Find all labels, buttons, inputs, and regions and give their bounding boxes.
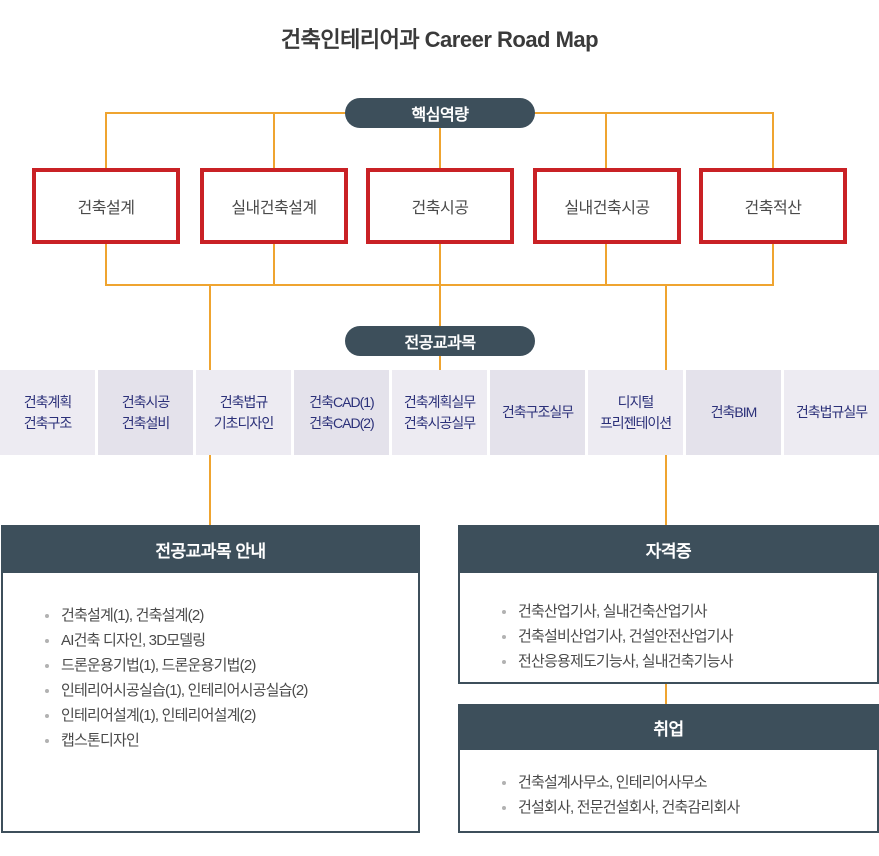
connector-line xyxy=(665,286,667,370)
course-box: 건축CAD(1)건축CAD(2) xyxy=(294,370,389,455)
panel-certificates-title: 자격증 xyxy=(458,525,879,573)
list-item: 캡스톤디자인 xyxy=(45,728,408,753)
connector-line xyxy=(209,455,211,525)
list-item: 인테리어시공실습(1), 인테리어시공실습(2) xyxy=(45,678,408,703)
competency-label: 실내건축설계 xyxy=(231,200,317,217)
list-item: AI건축 디자인, 3D모델링 xyxy=(45,628,408,653)
major-courses-label: 전공교과목 xyxy=(404,335,476,352)
bullet-icon xyxy=(45,689,49,693)
list-item: 건축설계사무소, 인테리어사무소 xyxy=(502,770,867,795)
list-item: 건설회사, 전문건설회사, 건축감리회사 xyxy=(502,795,867,820)
connector-line xyxy=(605,244,607,286)
competency-label: 실내건축시공 xyxy=(564,200,650,217)
list-item: 건축설계(1), 건축설계(2) xyxy=(45,603,408,628)
panel-employment-body: 건축설계사무소, 인테리어사무소 건설회사, 전문건설회사, 건축감리회사 xyxy=(458,750,879,833)
connector-line xyxy=(605,112,607,168)
panel-course-guide-title: 전공교과목 안내 xyxy=(1,525,420,573)
bullet-icon xyxy=(45,664,49,668)
course-box: 건축BIM xyxy=(686,370,781,455)
panel-employment-title: 취업 xyxy=(458,704,879,750)
bullet-icon xyxy=(502,806,506,810)
core-competency-node: 핵심역량 xyxy=(345,98,535,128)
bullet-icon xyxy=(502,781,506,785)
course-box: 건축법규실무 xyxy=(784,370,879,455)
competency-label: 건축적산 xyxy=(744,200,802,217)
connector-line xyxy=(209,286,211,370)
panel-certificates-body: 건축산업기사, 실내건축산업기사 건축설비산업기사, 건설안전산업기사 전산응용… xyxy=(458,573,879,684)
competency-box-interior-construction: 실내건축시공 xyxy=(533,168,681,244)
bullet-icon xyxy=(502,610,506,614)
competency-label: 건축시공 xyxy=(411,200,469,217)
panel-employment: 취업 건축설계사무소, 인테리어사무소 건설회사, 전문건설회사, 건축감리회사 xyxy=(458,704,879,833)
panel-certificates: 자격증 건축산업기사, 실내건축산업기사 건축설비산업기사, 건설안전산업기사 … xyxy=(458,525,879,684)
competency-box-architectural-design: 건축설계 xyxy=(32,168,180,244)
connector-line-mid-horizontal xyxy=(105,284,773,286)
connector-line xyxy=(665,684,667,704)
panel-course-guide-body: 건축설계(1), 건축설계(2) AI건축 디자인, 3D모델링 드론운용기법(… xyxy=(1,573,420,833)
connector-line xyxy=(439,112,441,168)
bullet-icon xyxy=(502,635,506,639)
course-box: 건축구조실무 xyxy=(490,370,585,455)
competency-label: 건축설계 xyxy=(77,200,135,217)
bullet-icon xyxy=(45,614,49,618)
bullet-icon xyxy=(45,739,49,743)
connector-line xyxy=(105,112,107,168)
bullet-icon xyxy=(45,639,49,643)
connector-line xyxy=(439,244,441,286)
competency-box-construction: 건축시공 xyxy=(366,168,514,244)
core-competency-label: 핵심역량 xyxy=(411,107,469,124)
connector-line xyxy=(665,455,667,525)
page-title: 건축인테리어과 Career Road Map xyxy=(280,27,599,52)
list-item: 인테리어설계(1), 인테리어설계(2) xyxy=(45,703,408,728)
connector-line xyxy=(105,244,107,286)
connector-line xyxy=(772,112,774,168)
bullet-icon xyxy=(502,660,506,664)
bullet-icon xyxy=(45,714,49,718)
competency-box-estimation: 건축적산 xyxy=(699,168,847,244)
connector-line xyxy=(772,244,774,286)
list-item: 건축설비산업기사, 건설안전산업기사 xyxy=(502,624,867,649)
list-item: 드론운용기법(1), 드론운용기법(2) xyxy=(45,653,408,678)
connector-line xyxy=(273,244,275,286)
list-item: 전산응용제도기능사, 실내건축기능사 xyxy=(502,649,867,674)
competency-box-interior-design: 실내건축설계 xyxy=(200,168,348,244)
connector-line xyxy=(273,112,275,168)
list-item: 건축산업기사, 실내건축산업기사 xyxy=(502,599,867,624)
panel-course-guide: 전공교과목 안내 건축설계(1), 건축설계(2) AI건축 디자인, 3D모델… xyxy=(1,525,420,833)
major-courses-node: 전공교과목 xyxy=(345,326,535,356)
